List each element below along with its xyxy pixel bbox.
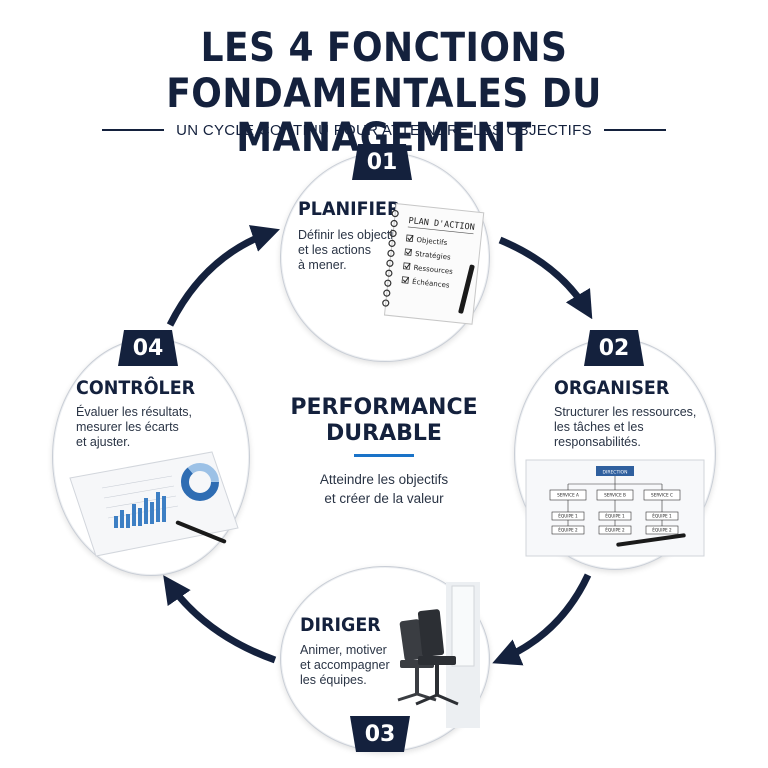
- center-title-line-1: PERFORMANCE: [290, 395, 478, 420]
- office-chairs-illustration: [397, 582, 480, 728]
- org-team-box: ÉQUIPE 2: [558, 528, 578, 533]
- notepad-item: Échéances: [412, 277, 451, 290]
- arrow-organiser-to-diriger: [492, 573, 592, 666]
- step-number-badge-02: 02: [584, 330, 644, 366]
- arrow-controler-to-planifier: [166, 225, 280, 327]
- title-line-2: FONDAMENTALES DU MANAGEMENT: [166, 71, 602, 161]
- subtitle-row: UN CYCLE CONTINU POUR ATTEINDRE LES OBJE…: [0, 118, 768, 142]
- notepad-item: Stratégies: [415, 250, 452, 262]
- step-heading-diriger: DIRIGER: [300, 614, 381, 636]
- step-desc-planifier: Définir les objectifs et les actions à m…: [298, 228, 403, 272]
- org-team-box: ÉQUIPE 1: [652, 514, 672, 519]
- center-description: Atteindre les objectifs et créer de la v…: [319, 472, 449, 506]
- bar-chart-icon: [114, 492, 166, 528]
- title-line-1: LES 4 FONCTIONS: [200, 25, 568, 71]
- report-chart-illustration: [69, 451, 239, 557]
- donut-chart-icon: [181, 463, 219, 501]
- notepad-item: Objectifs: [416, 236, 448, 247]
- pen-icon: [175, 520, 227, 544]
- office-chair-icon: [415, 609, 459, 706]
- org-team-box: ÉQUIPE 2: [605, 528, 625, 533]
- org-team-box: ÉQUIPE 2: [652, 528, 672, 533]
- step-heading-organiser: ORGANISER: [554, 377, 670, 399]
- step-number-badge-01: 01: [352, 144, 412, 180]
- org-team-box: ÉQUIPE 1: [558, 514, 578, 519]
- org-service-box: SERVICE C: [651, 493, 673, 498]
- pen-icon: [458, 264, 475, 314]
- subtitle-rule-left: [102, 129, 165, 131]
- org-service-box: SERVICE B: [604, 493, 626, 498]
- pen-icon: [616, 533, 686, 547]
- arrow-planifier-to-organiser: [498, 236, 593, 320]
- center-title-line-2: DURABLE: [326, 421, 442, 446]
- subtitle-rule-right: [603, 129, 666, 131]
- step-desc-organiser: Structurer les ressources, les tâches et…: [554, 405, 697, 449]
- subtitle: UN CYCLE CONTINU POUR ATTEINDRE LES OBJE…: [176, 121, 592, 139]
- step-desc-diriger: Animer, motiver et accompagner les équip…: [300, 643, 390, 687]
- step-heading-planifier: PLANIFIER: [298, 198, 401, 220]
- org-team-box: ÉQUIPE 1: [605, 514, 625, 519]
- step-heading-controler: CONTRÔLER: [76, 377, 196, 399]
- step-desc-controler: Évaluer les résultats, mesurer les écart…: [76, 405, 193, 449]
- org-service-box: SERVICE A: [557, 493, 579, 498]
- center-accent-rule: [354, 454, 414, 457]
- step-number-badge-03: 03: [350, 716, 410, 752]
- center-title: PERFORMANCE DURABLE: [264, 395, 504, 447]
- notepad-illustration: PLAN D'ACTION Objectifs Stratégies Resso…: [382, 203, 485, 325]
- org-chart-illustration: DIRECTION SERVICE A SERVICE B SERVICE C …: [525, 459, 705, 557]
- org-top-box: DIRECTION: [603, 470, 628, 476]
- step-number-badge-04: 04: [118, 330, 178, 366]
- arrow-diriger-to-controler: [163, 575, 277, 664]
